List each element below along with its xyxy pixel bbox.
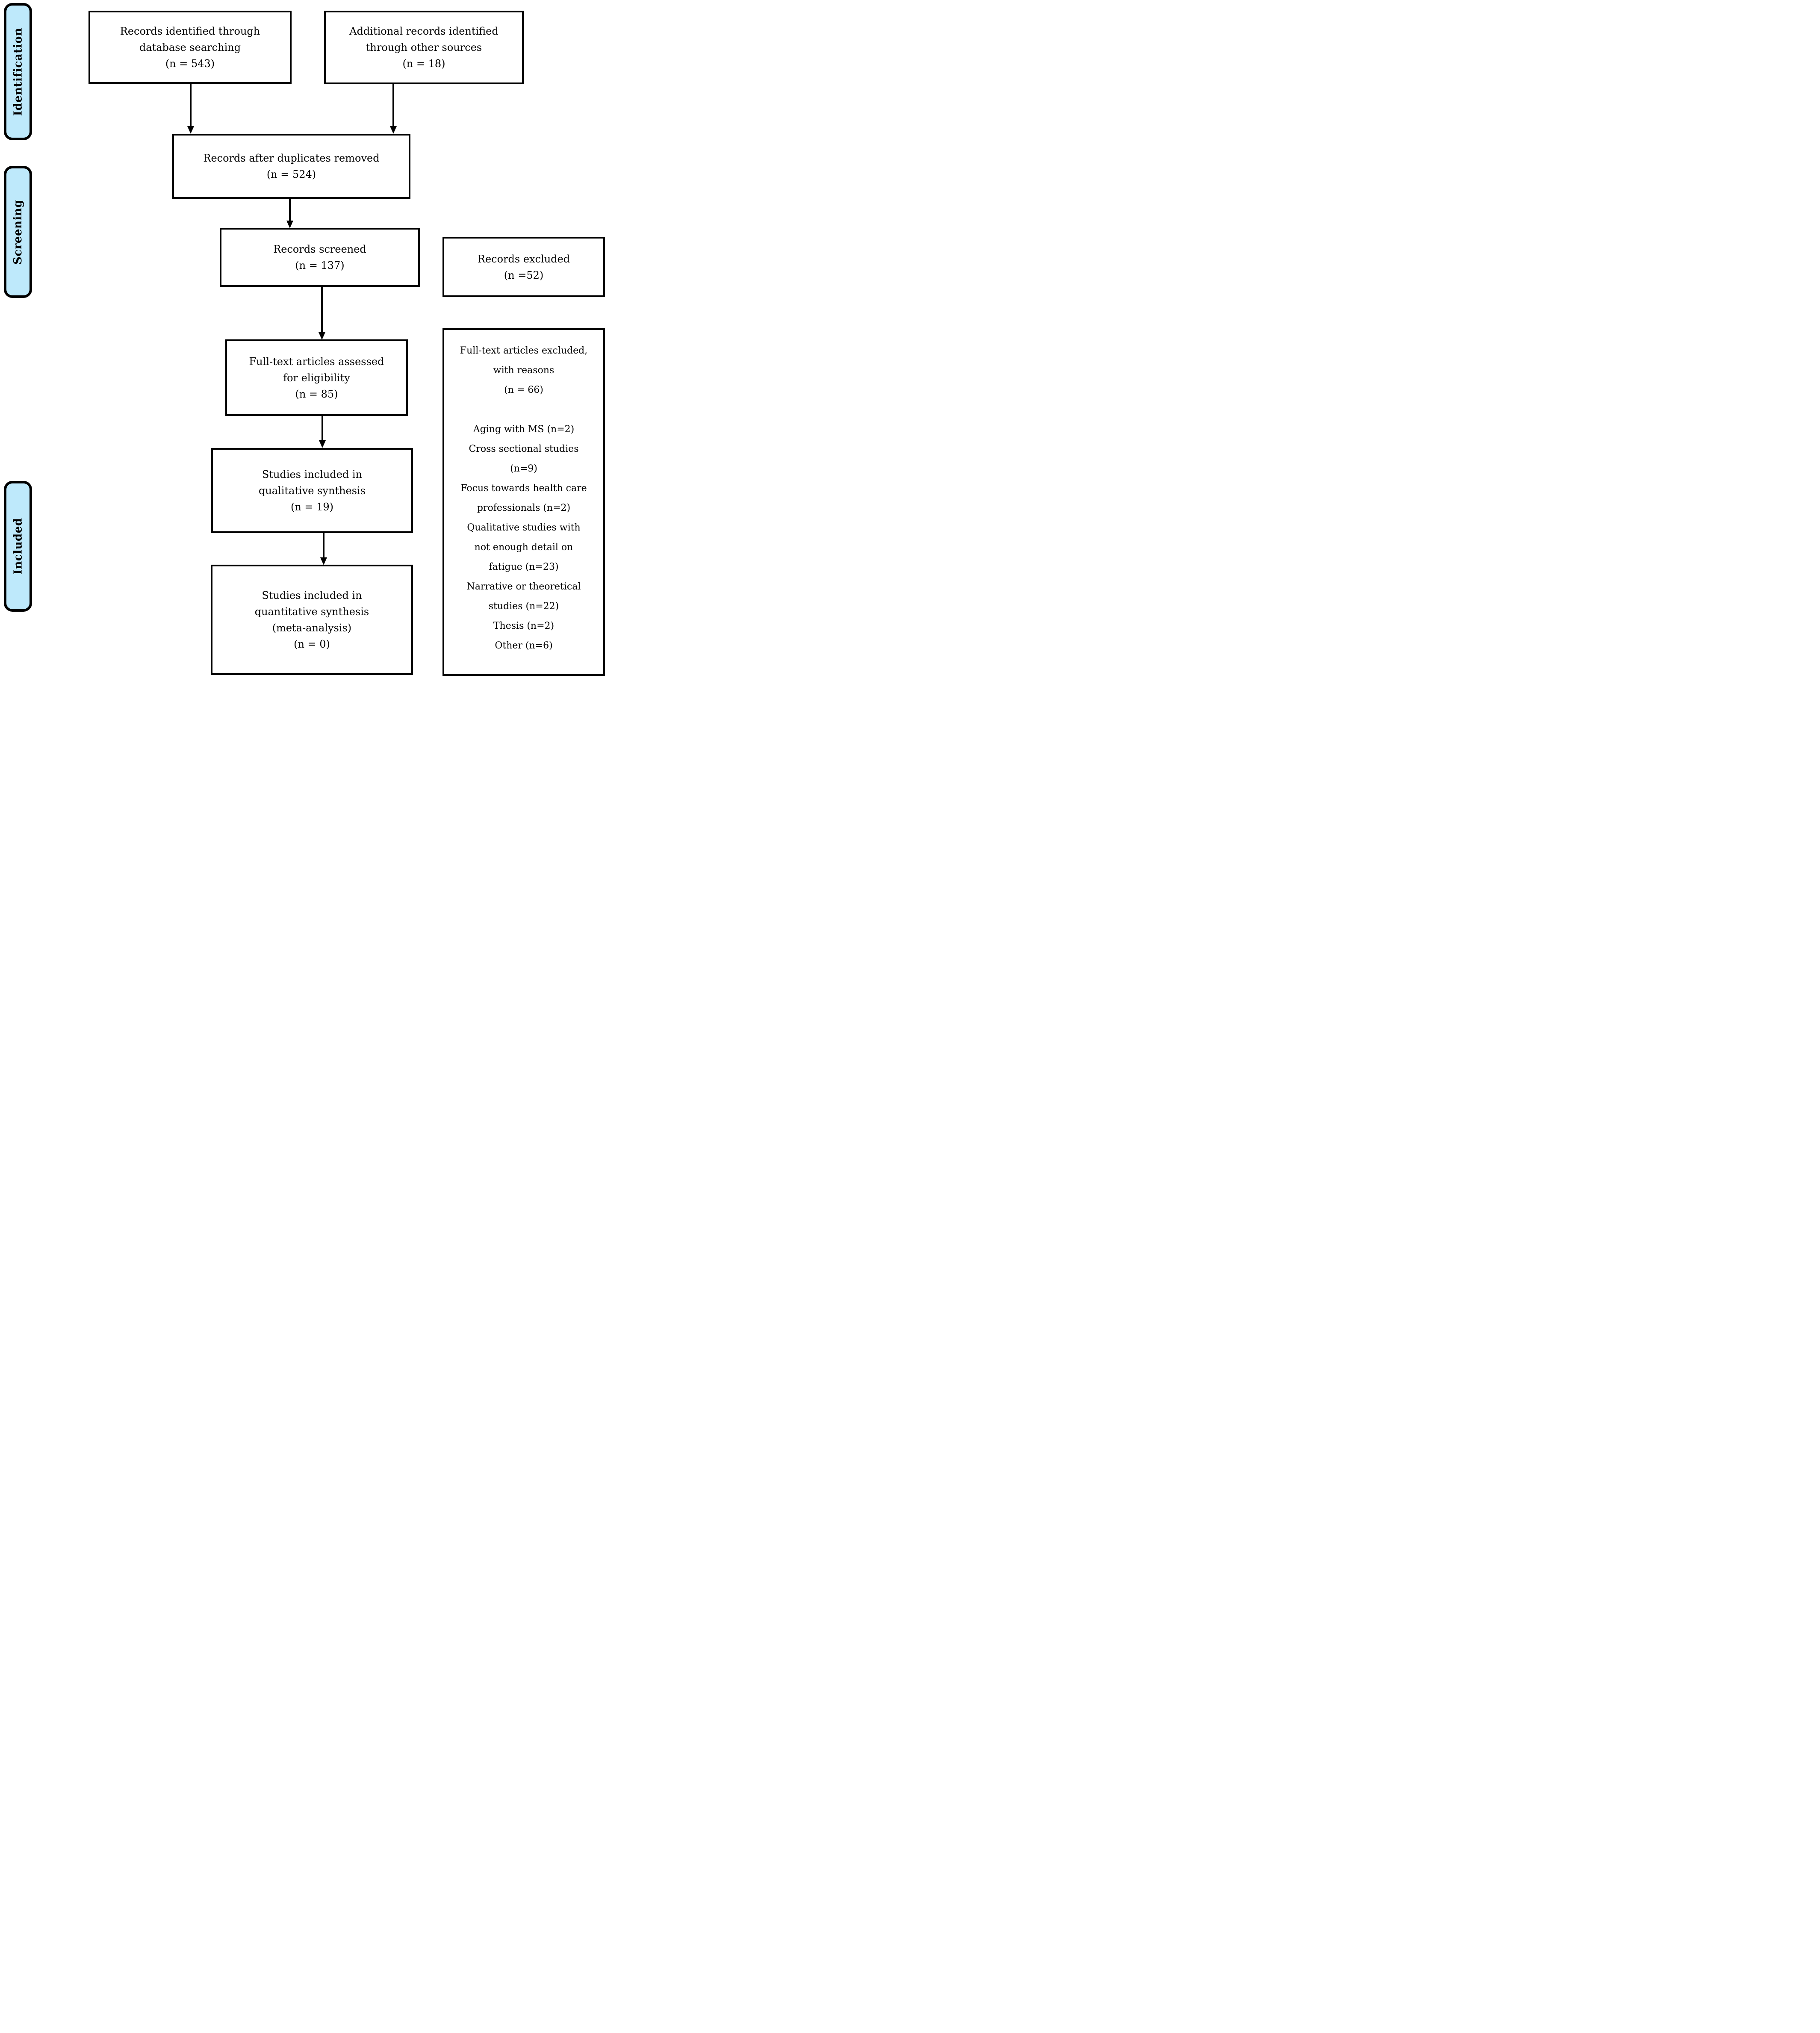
- stage-included-label: Included: [12, 518, 25, 575]
- arrow-head-icon: [320, 557, 327, 565]
- arrow-shaft: [322, 416, 323, 441]
- arrow-shaft: [323, 533, 324, 558]
- box-fulltext-assessed: Full-text articles assessed for eligibil…: [225, 339, 408, 416]
- arrow-head-icon: [187, 126, 194, 134]
- prisma-flow-diagram: Identification Screening Included Record…: [0, 0, 607, 678]
- arrow-head-icon: [319, 440, 326, 448]
- stage-identification: Identification: [4, 3, 32, 140]
- arrow-shaft: [392, 84, 394, 127]
- box-quantitative-synthesis: Studies included in quantitative synthes…: [211, 565, 413, 675]
- arrow-shaft: [289, 199, 291, 221]
- box-additional-records: Additional records identified through ot…: [324, 11, 524, 84]
- arrow-shaft: [190, 84, 192, 127]
- arrow-head-icon: [319, 332, 325, 340]
- box-records-excluded: Records excluded (n =52): [442, 237, 605, 297]
- box-qualitative-synthesis: Studies included in qualitative synthesi…: [211, 448, 413, 533]
- box-records-screened: Records screened (n = 137): [220, 228, 420, 287]
- stage-screening: Screening: [4, 166, 32, 298]
- box-records-identified: Records identified through database sear…: [88, 11, 292, 84]
- arrow-head-icon: [286, 221, 293, 228]
- box-duplicates-removed: Records after duplicates removed (n = 52…: [172, 134, 410, 199]
- stage-screening-label: Screening: [12, 199, 25, 265]
- arrow-shaft: [321, 287, 323, 333]
- arrow-head-icon: [390, 126, 397, 134]
- stage-identification-label: Identification: [12, 27, 25, 116]
- stage-included: Included: [4, 481, 32, 612]
- box-fulltext-excluded-reasons: Full-text articles excluded, with reason…: [442, 328, 605, 676]
